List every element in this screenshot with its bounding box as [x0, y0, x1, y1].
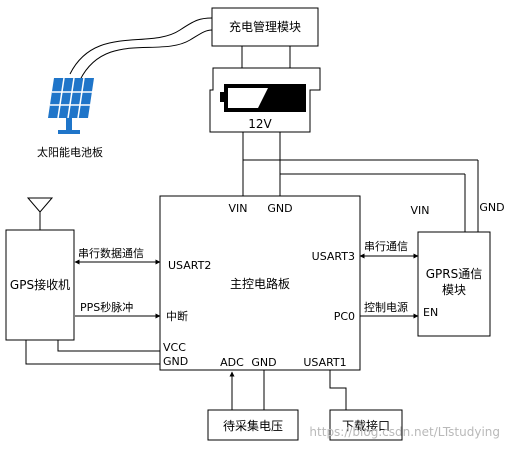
gps-receiver-box — [5, 229, 75, 341]
watermark: https://blog.csdn.net/LTstudying — [309, 425, 500, 439]
download-port-box — [329, 409, 403, 441]
gprs-module-box — [417, 231, 491, 337]
main-gnd-left-pin: GND — [163, 355, 188, 368]
main-vin-pin: VIN — [229, 202, 248, 215]
usart1-wire — [329, 370, 347, 410]
gprs-module-label-2: 模块 — [442, 283, 466, 297]
main-board-label: 主控电路板 — [230, 276, 290, 291]
usart1-pin: USART1 — [303, 356, 346, 369]
charge-module-box — [211, 7, 319, 47]
charge-module-label: 充电管理模块 — [229, 19, 301, 34]
gps-gnd-wire — [25, 340, 160, 365]
gps-receiver-label: GPS接收机 — [10, 277, 70, 292]
adc-source-label: 待采集电压 — [223, 418, 283, 433]
solar-cable — [69, 17, 213, 75]
adc-source-box — [207, 409, 299, 441]
gprs-vin-pin: VIN — [411, 204, 430, 217]
gprs-en-pin: EN — [423, 306, 438, 319]
power-control-label: 控制电源 — [364, 300, 408, 314]
adc-pin: ADC — [220, 356, 244, 369]
battery-voltage-label: 12V — [248, 117, 272, 131]
main-gnd-pin: GND — [267, 202, 292, 215]
adc-gnd-pin: GND — [251, 356, 276, 369]
main-board-box — [159, 195, 361, 371]
solar-panel-label: 太阳能电池板 — [37, 145, 103, 159]
solar-cable-2 — [79, 29, 213, 81]
pc0-pin: PC0 — [334, 310, 355, 323]
antenna-icon — [26, 197, 54, 230]
gprs-gnd-pin: GND — [479, 201, 504, 214]
vcc-pin: VCC — [163, 341, 186, 354]
serial-comm-label: 串行通信 — [364, 240, 408, 253]
usart2-pin: USART2 — [168, 259, 211, 272]
gprs-module-label-1: GPRS通信 — [426, 267, 483, 281]
usart3-pin: USART3 — [312, 250, 355, 263]
vcc-wire — [57, 340, 160, 352]
interrupt-pin: 中断 — [166, 309, 188, 323]
download-port-label: 下载接口 — [342, 418, 390, 433]
serial-data-label: 串行数据通信 — [78, 246, 144, 260]
solar-panel-icon — [48, 77, 94, 134]
battery-icon — [220, 84, 306, 112]
pps-label: PPS秒脉冲 — [80, 300, 133, 314]
